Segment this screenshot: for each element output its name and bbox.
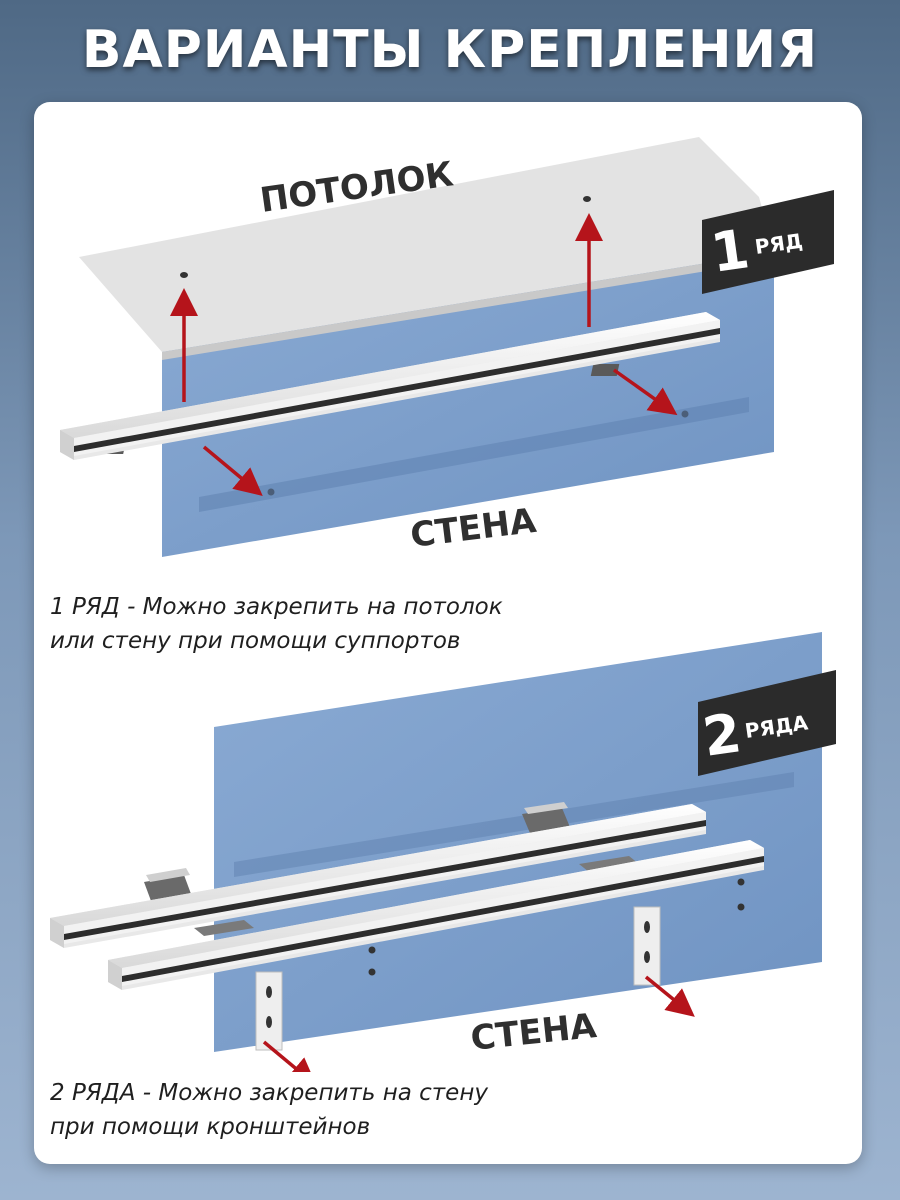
badge-number: 2: [699, 701, 745, 769]
page-title: ВАРИАНТЫ КРЕПЛЕНИЯ: [81, 20, 819, 80]
two-rows-badge: 2 РЯДА: [698, 670, 836, 776]
ceiling-hole: [583, 196, 591, 202]
wall-hole: [737, 878, 745, 886]
content-card: ПОТОЛОК СТЕНА 1 РЯД 1 РЯД - Можно закреп…: [34, 102, 862, 1164]
arrow-icon: [202, 445, 263, 496]
curtain-rail: [60, 312, 720, 460]
wall-hole: [737, 903, 745, 911]
caption-line: или стену при помощи суппортов: [50, 628, 461, 654]
curtain-rail-front: [108, 840, 764, 990]
wall-label-2-layer: СТЕНА: [469, 1006, 599, 1059]
caption-line: 1 РЯД - Можно закрепить на потолок: [50, 594, 503, 620]
wall-hole: [368, 968, 376, 976]
bracket: [579, 856, 661, 986]
caption-line: при помощи кронштейнов: [50, 1114, 371, 1140]
one-row-illustration: ПОТОЛОК СТЕНА 1 РЯД: [60, 137, 834, 557]
bracket: [194, 920, 283, 1051]
ceiling-hole: [180, 272, 188, 278]
arrow-icon: [644, 975, 695, 1017]
wall-hole: [368, 946, 376, 954]
one-row-caption: 1 РЯД - Можно закрепить на потолок или с…: [50, 590, 503, 658]
curtain-rail-back: [50, 804, 706, 948]
two-rows-illustration: 2 РЯДА: [50, 632, 836, 1072]
arrow-icon: [612, 368, 678, 416]
ceiling-panel: [79, 137, 774, 352]
two-rows-caption: 2 РЯДА - Можно закрепить на стену при по…: [50, 1076, 488, 1144]
arrow-icon: [262, 1040, 317, 1072]
one-row-badge: 1 РЯД: [702, 190, 834, 294]
support-clip: [590, 364, 620, 376]
wall-label: СТЕНА: [469, 1006, 599, 1059]
badge-number: 1: [707, 217, 753, 285]
caption-line: 2 РЯДА - Можно закрепить на стену: [50, 1080, 488, 1106]
